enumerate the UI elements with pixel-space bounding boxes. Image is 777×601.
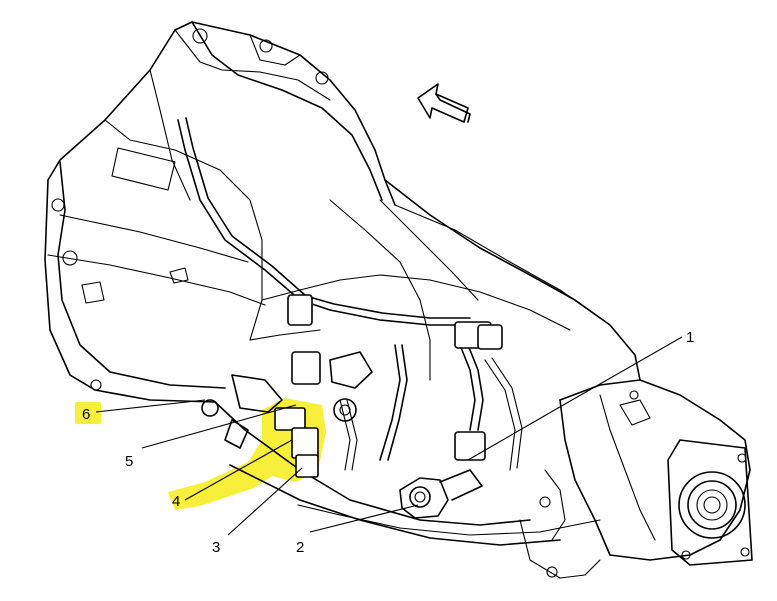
leader-6 <box>95 399 206 413</box>
transmission-body <box>44 21 753 579</box>
leader-lines <box>95 336 683 536</box>
callout-3: 3 <box>212 539 220 556</box>
callout-4: 4 <box>172 493 180 510</box>
leader-1 <box>571 336 683 401</box>
callout-6: 6 <box>82 406 90 423</box>
leader-5 <box>141 404 297 449</box>
leader-2 <box>309 504 419 533</box>
callout-5: 5 <box>125 453 133 470</box>
leader-4 <box>184 439 293 501</box>
leader-1b <box>467 399 573 461</box>
highlight-label-6 <box>75 402 101 424</box>
front-arrow-icon <box>417 83 471 123</box>
callout-1: 1 <box>686 329 694 346</box>
callout-2: 2 <box>296 539 304 556</box>
leader-3 <box>227 467 303 536</box>
